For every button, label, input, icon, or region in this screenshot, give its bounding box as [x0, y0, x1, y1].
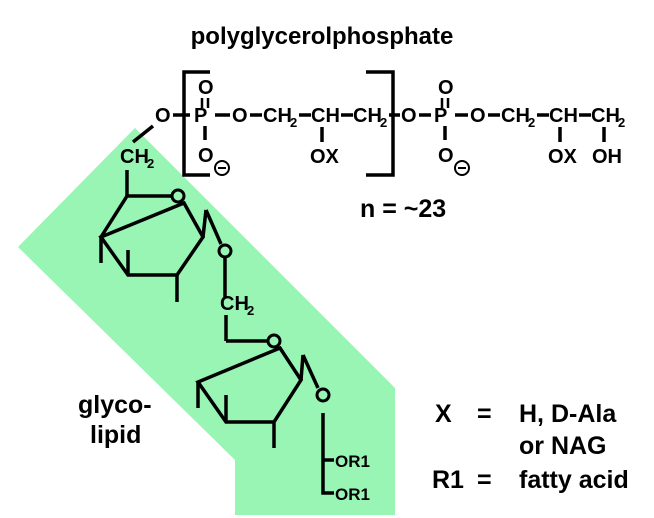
svg-text:2: 2	[147, 156, 154, 171]
glycolipid-label-line2: lipid	[90, 421, 141, 449]
left-bracket	[182, 70, 210, 177]
svg-text:R1: R1	[432, 466, 464, 494]
legend: X = H, D-Ala or NAG R1 = fatty acid	[432, 400, 629, 494]
svg-text:or NAG: or NAG	[519, 432, 607, 460]
svg-text:CH: CH	[220, 293, 249, 315]
svg-text:O: O	[198, 145, 214, 167]
glycolipid-label-line1: glyco-	[78, 391, 152, 419]
svg-text:CH: CH	[263, 105, 292, 127]
svg-text:P: P	[194, 105, 207, 127]
svg-text:OR1: OR1	[335, 452, 370, 471]
chain-terminal-unit: O P O O O CH2 CH OX CH2 OH	[401, 77, 625, 176]
svg-text:2: 2	[380, 115, 387, 130]
svg-text:O: O	[438, 77, 454, 99]
svg-text:O: O	[232, 105, 248, 127]
svg-text:O: O	[155, 105, 171, 127]
svg-text:2: 2	[618, 115, 625, 130]
svg-text:X: X	[435, 400, 452, 428]
svg-text:H, D-Ala: H, D-Ala	[519, 400, 617, 428]
svg-text:CH: CH	[311, 105, 340, 127]
svg-text:CH: CH	[120, 146, 149, 168]
svg-text:O: O	[401, 105, 417, 127]
diagram-title: polyglycerolphosphate	[191, 23, 454, 50]
svg-text:OX: OX	[548, 146, 578, 168]
glycolipid-highlight	[18, 128, 395, 515]
svg-text:2: 2	[528, 115, 535, 130]
svg-text:O: O	[470, 105, 486, 127]
svg-text:OH: OH	[592, 146, 622, 168]
svg-text:=: =	[477, 400, 492, 428]
svg-text:CH: CH	[591, 105, 620, 127]
svg-text:OX: OX	[310, 146, 340, 168]
svg-text:O: O	[438, 145, 454, 167]
svg-text:2: 2	[290, 115, 297, 130]
svg-text:CH: CH	[501, 105, 530, 127]
sugar-ring-1: CH2 CH2	[98, 124, 254, 318]
svg-text:CH: CH	[549, 105, 578, 127]
right-bracket	[366, 70, 395, 177]
svg-text:2: 2	[247, 303, 254, 318]
chain-unit-1: O P O O O CH2 CH OX CH2	[155, 77, 400, 176]
svg-text:=: =	[477, 466, 492, 494]
svg-text:CH: CH	[353, 105, 382, 127]
sugar-ring-2: OR1 OR1	[195, 315, 370, 504]
svg-text:fatty acid: fatty acid	[519, 466, 629, 494]
svg-text:P: P	[434, 105, 447, 127]
svg-text:O: O	[198, 77, 214, 99]
svg-text:OR1: OR1	[335, 485, 370, 504]
repeat-count: n = ~23	[360, 195, 446, 223]
